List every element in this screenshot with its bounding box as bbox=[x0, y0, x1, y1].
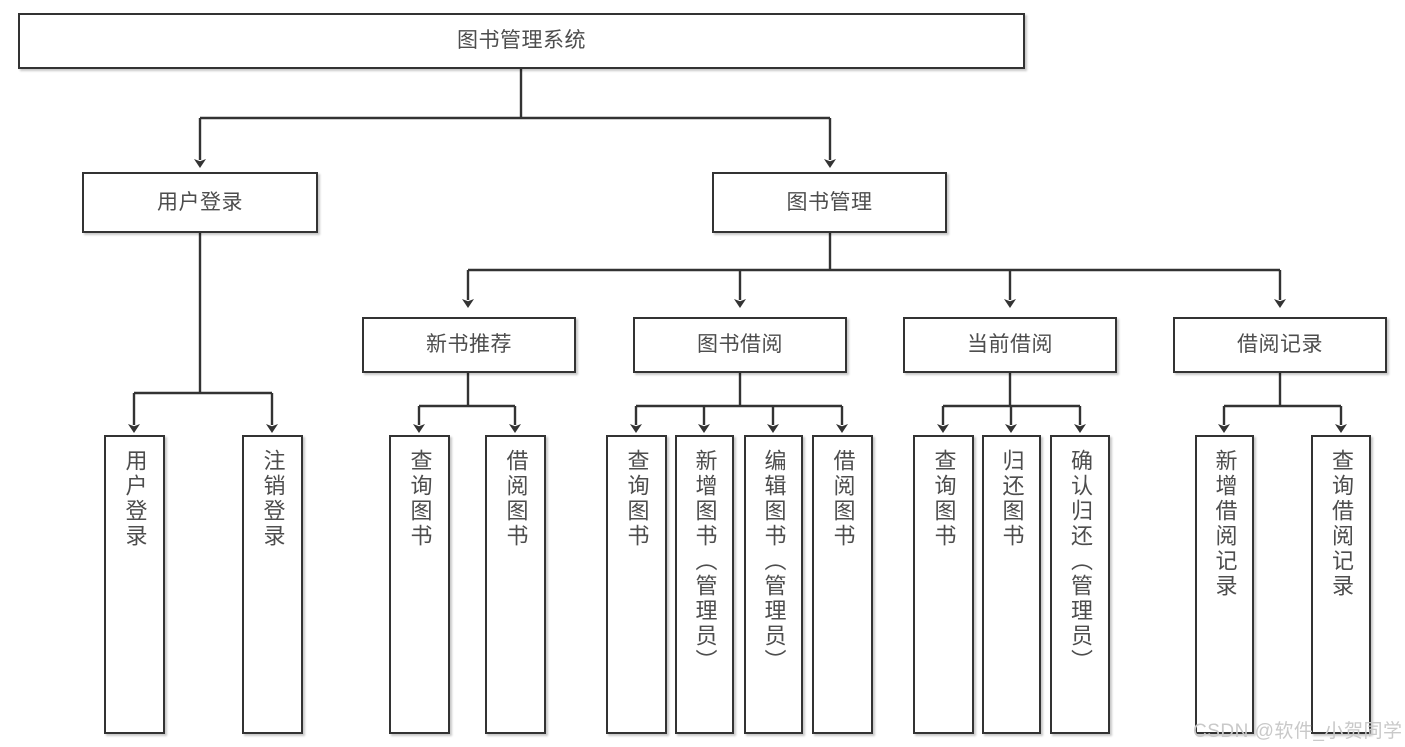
node-book-management[interactable]: 图书管理 bbox=[712, 172, 947, 233]
node-borrow-record[interactable]: 借阅记录 bbox=[1173, 317, 1387, 373]
node-label: 查询图书 bbox=[407, 449, 433, 549]
node-label: 新增借阅记录 bbox=[1212, 449, 1238, 599]
node-label: 借阅图书 bbox=[830, 449, 856, 549]
node-label: 图书借阅 bbox=[697, 333, 783, 357]
node-label: 当前借阅 bbox=[967, 333, 1053, 357]
leaf-query-book-borrow[interactable]: 查询图书 bbox=[606, 435, 667, 734]
leaf-confirm-return-admin[interactable]: 确认归还（管理员） bbox=[1050, 435, 1110, 734]
node-label: 图书管理 bbox=[786, 190, 873, 214]
node-current-borrow[interactable]: 当前借阅 bbox=[903, 317, 1117, 373]
node-label: 用户登录 bbox=[157, 190, 243, 214]
node-label: 查询图书 bbox=[931, 449, 957, 549]
node-book-borrow[interactable]: 图书借阅 bbox=[633, 317, 847, 373]
leaf-return-book[interactable]: 归还图书 bbox=[982, 435, 1041, 734]
leaf-edit-book-admin[interactable]: 编辑图书（管理员） bbox=[744, 435, 803, 734]
node-label: 图书管理系统 bbox=[457, 29, 586, 53]
leaf-add-borrow-record[interactable]: 新增借阅记录 bbox=[1195, 435, 1254, 734]
node-new-book-recommend[interactable]: 新书推荐 bbox=[362, 317, 576, 373]
node-label: 确认归还（管理员） bbox=[1068, 449, 1093, 674]
leaf-borrow-book[interactable]: 借阅图书 bbox=[812, 435, 873, 734]
node-root-book-management-system[interactable]: 图书管理系统 bbox=[18, 13, 1025, 69]
node-label: 查询借阅记录 bbox=[1329, 449, 1354, 599]
leaf-query-borrow-record[interactable]: 查询借阅记录 bbox=[1311, 435, 1371, 734]
leaf-query-book-current[interactable]: 查询图书 bbox=[913, 435, 974, 734]
node-label: 注销登录 bbox=[260, 449, 286, 549]
node-label: 新增图书（管理员） bbox=[692, 449, 718, 674]
node-user-login[interactable]: 用户登录 bbox=[82, 172, 318, 233]
node-label: 借阅图书 bbox=[503, 449, 529, 549]
csdn-watermark: CSDN @软件_小贺同学 bbox=[1193, 721, 1403, 742]
leaf-logout[interactable]: 注销登录 bbox=[242, 435, 303, 734]
leaf-query-book-recommend[interactable]: 查询图书 bbox=[389, 435, 450, 734]
node-label: 编辑图书（管理员） bbox=[761, 449, 787, 674]
leaf-borrow-book-recommend[interactable]: 借阅图书 bbox=[485, 435, 546, 734]
node-label: 查询图书 bbox=[624, 449, 650, 549]
node-label: 借阅记录 bbox=[1237, 333, 1323, 357]
node-label: 归还图书 bbox=[999, 449, 1025, 549]
node-label: 新书推荐 bbox=[426, 333, 512, 357]
node-label: 用户登录 bbox=[122, 449, 148, 549]
leaf-user-login[interactable]: 用户登录 bbox=[104, 435, 165, 734]
leaf-add-book-admin[interactable]: 新增图书（管理员） bbox=[675, 435, 734, 734]
